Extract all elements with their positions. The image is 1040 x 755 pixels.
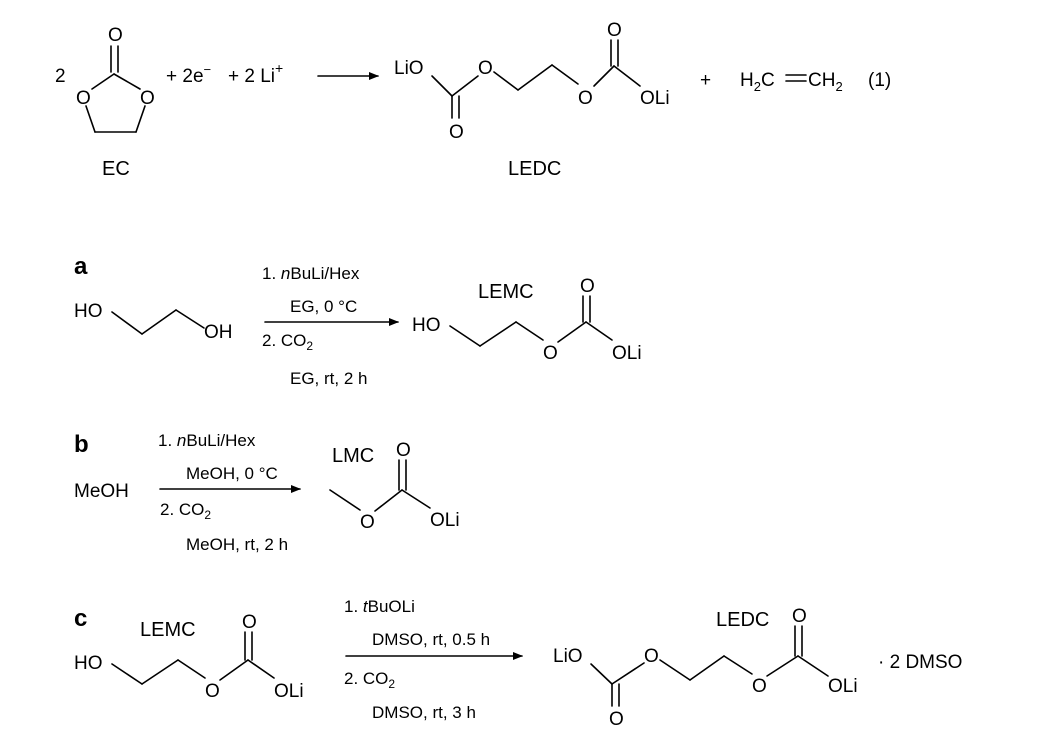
lemc-c-bond: [247, 659, 275, 679]
panel-a-step1-conditions: EG, 0 °C: [290, 297, 357, 316]
plus-two-lithium-ions: + 2 Li+: [228, 60, 283, 87]
lmc-bond: [329, 489, 361, 511]
lmc-bond: [401, 489, 431, 509]
lemc-c-oli: OLi: [274, 681, 304, 702]
ethylene-left: H2C: [740, 70, 775, 94]
ledc-c-bond: [611, 662, 645, 685]
ec-bond: [135, 105, 146, 133]
ledc-c-lio: LiO: [553, 646, 583, 667]
ec-bond: [91, 73, 115, 90]
panel-b-product-label: LMC: [332, 445, 374, 467]
panel-b-letter: b: [74, 431, 89, 458]
ledc-ester-oxygen-left: O: [478, 58, 493, 79]
lmc-carbonyl-oxygen: O: [396, 440, 411, 461]
lio-group: LiO: [394, 58, 424, 79]
panel-c-reactant-label: LEMC: [140, 619, 196, 641]
ledc-c-bond: [659, 659, 691, 681]
ethylene-right: CH2: [808, 70, 843, 94]
ec-ring-oxygen-left: O: [76, 88, 91, 109]
ledc-c-carbonyl-oxygen-right: O: [792, 606, 807, 627]
panel-c: c LEMC HO O O OLi 1. tBuOLi DMSO, rt, 0.…: [74, 597, 962, 730]
dmso-solvate: · 2 DMSO: [878, 652, 962, 673]
panel-a-product-label: LEMC: [478, 281, 534, 303]
panel-b-step2: 2. CO2: [160, 500, 211, 522]
ledc-c-ester-oxygen-left: O: [644, 646, 659, 667]
panel-c-letter: c: [74, 605, 87, 632]
ledc-c-bond: [723, 655, 753, 675]
lemc-bond: [557, 321, 587, 343]
ledc-bond: [593, 65, 615, 87]
lmc-ester-oxygen: O: [360, 512, 375, 533]
ledc-carbonyl-oxygen-right: O: [607, 20, 622, 41]
lemc-bond: [515, 321, 544, 341]
eg-oh: OH: [204, 322, 233, 343]
panel-b-step2-conditions: MeOH, rt, 2 h: [186, 535, 288, 554]
eg-ho: HO: [74, 301, 103, 322]
ledc-molecule-eq1: LiO O O O O OLi LEDC: [394, 20, 670, 180]
ec-coefficient: 2: [55, 66, 66, 87]
panel-a-letter: a: [74, 253, 88, 280]
panel-a-step2-conditions: EG, rt, 2 h: [290, 369, 367, 388]
lemc-ester-oxygen: O: [543, 343, 558, 364]
panel-c-step1: 1. tBuOLi: [344, 597, 415, 616]
ledc-bond: [451, 75, 479, 97]
panel-b: b MeOH 1. nBuLi/Hex MeOH, 0 °C 2. CO2 Me…: [74, 431, 460, 554]
lemc-bond: [449, 325, 481, 347]
lemc-c-bond: [141, 659, 179, 685]
ledc-c-oli: OLi: [828, 676, 858, 697]
ledc-label-eq1: LEDC: [508, 158, 561, 180]
lmc-oli: OLi: [430, 510, 460, 531]
lemc-oli: OLi: [612, 343, 642, 364]
panel-c-step1-conditions: DMSO, rt, 0.5 h: [372, 630, 490, 649]
lemc-c-ho: HO: [74, 653, 103, 674]
panel-c-product-label: LEDC: [716, 609, 769, 631]
equation-number: (1): [868, 70, 891, 91]
lemc-c-bond: [219, 659, 249, 681]
eg-bond: [141, 309, 177, 335]
lemc-c-bond: [177, 659, 206, 679]
ec-ring-oxygen-right: O: [140, 88, 155, 109]
ledc-bond: [431, 75, 453, 97]
ec-carbonyl-oxygen: O: [108, 25, 123, 46]
panel-a-step1: 1. nBuLi/Hex: [262, 264, 360, 283]
lmc-bond: [374, 489, 403, 512]
lemc-c-carbonyl-oxygen: O: [242, 612, 257, 633]
lemc-c-bond: [111, 663, 143, 685]
ledc-c-bond: [797, 655, 829, 677]
panel-b-step1: 1. nBuLi/Hex: [158, 431, 256, 450]
lemc-carbonyl-oxygen: O: [580, 276, 595, 297]
oli-group: OLi: [640, 88, 670, 109]
panel-a: a HO OH 1. nBuLi/Hex EG, 0 °C 2. CO2 EG,…: [74, 253, 642, 388]
ledc-ester-oxygen-right: O: [578, 88, 593, 109]
equation-1: 2 O O O EC + 2e− + 2 Li+ LiO O O: [55, 20, 891, 180]
lemc-ho: HO: [412, 315, 441, 336]
ec-bond: [85, 105, 96, 133]
plus-sign: +: [700, 70, 711, 91]
ledc-c-bond: [590, 663, 613, 685]
ledc-carbonyl-oxygen-left: O: [449, 122, 464, 143]
ec-label: EC: [102, 158, 130, 180]
eg-bond: [175, 309, 205, 329]
ledc-bond: [493, 71, 519, 91]
panel-c-step2: 2. CO2: [344, 669, 395, 691]
ledc-bond: [551, 64, 579, 85]
ledc-bond: [613, 65, 641, 87]
ledc-c-bond: [689, 655, 725, 681]
panel-c-step2-conditions: DMSO, rt, 3 h: [372, 703, 476, 722]
lemc-bond: [479, 321, 517, 347]
panel-b-step1-conditions: MeOH, 0 °C: [186, 464, 278, 483]
panel-a-step2: 2. CO2: [262, 331, 313, 353]
ec-bond: [113, 73, 141, 90]
ec-molecule: 2 O O O EC: [55, 25, 155, 180]
ledc-c-ester-oxygen-right: O: [752, 676, 767, 697]
eg-bond: [111, 311, 143, 335]
plus-two-electrons: + 2e−: [166, 62, 211, 87]
ledc-bond: [517, 64, 553, 91]
panel-b-reactant: MeOH: [74, 481, 129, 502]
lemc-c-ester-oxygen: O: [205, 681, 220, 702]
ledc-c-bond: [766, 655, 799, 677]
lemc-bond: [585, 321, 613, 341]
ledc-c-carbonyl-oxygen-left: O: [609, 709, 624, 730]
